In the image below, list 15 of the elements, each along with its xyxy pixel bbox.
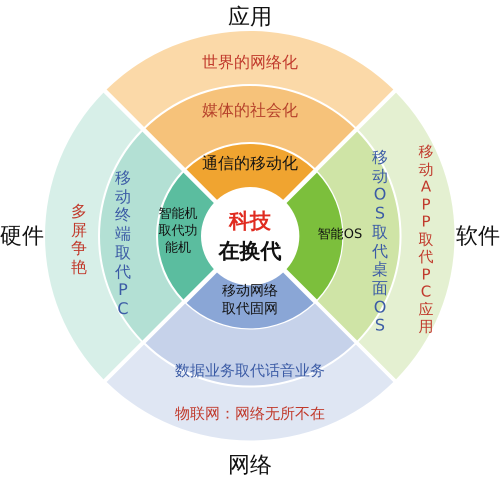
sector-text: 移动APP取代PC应用: [418, 143, 434, 336]
sector-text: 数据业务取代话音业务: [174, 361, 325, 380]
sector-text: 通信的移动化: [202, 154, 298, 174]
quadrant-label: 软件: [456, 223, 500, 251]
sector-text: 世界的网络化: [202, 52, 298, 74]
sector-text: 多屏争艳: [71, 202, 87, 278]
quadrant-label: 网络: [228, 452, 272, 480]
quadrant-label: 应用: [228, 4, 272, 32]
center-title: 科技: [229, 208, 271, 235]
center-title: 在换代: [218, 238, 282, 265]
quadrant-label: 硬件: [0, 223, 44, 251]
sector-text: 媒体的社会化: [202, 100, 298, 122]
sector-text: 移动网络取代固网: [221, 282, 279, 318]
sector-text: 移动终端取代PC: [115, 169, 131, 319]
sector-text: 物联网：网络无所不在: [174, 404, 325, 424]
